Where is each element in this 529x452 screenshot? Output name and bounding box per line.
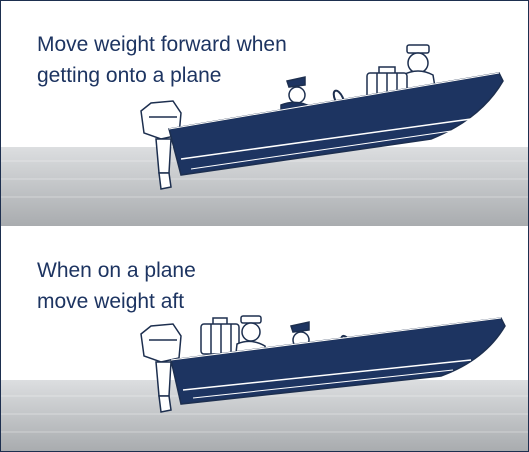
caption-bottom: When on a plane move weight aft bbox=[37, 255, 196, 317]
luggage-icon bbox=[201, 318, 239, 354]
panel-getting-on-plane: Move weight forward when getting onto a … bbox=[1, 1, 528, 226]
caption-top: Move weight forward when getting onto a … bbox=[37, 29, 287, 91]
panel-on-plane: When on a plane move weight aft bbox=[1, 226, 528, 451]
